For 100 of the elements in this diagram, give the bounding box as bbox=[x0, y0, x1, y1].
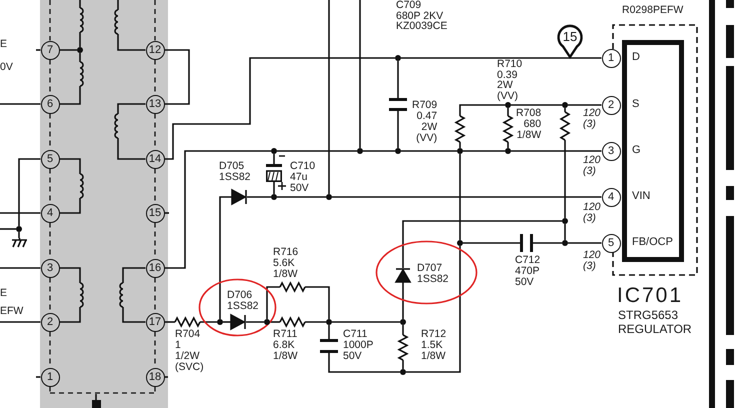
wire bbox=[397, 111, 399, 148]
component-label: R716 5.6K 1/8W bbox=[273, 247, 298, 280]
pin-circle: 16 bbox=[146, 258, 164, 278]
component-label: C712 470P 50V bbox=[515, 255, 540, 288]
pin-name: G bbox=[632, 144, 641, 156]
resistor-symbol bbox=[175, 317, 200, 327]
wire bbox=[79, 53, 81, 62]
wire bbox=[463, 150, 505, 152]
wire bbox=[117, 34, 146, 51]
component-label: D705 1SS82 bbox=[219, 161, 251, 183]
component-label: R711 6.8K 1/8W bbox=[273, 329, 298, 362]
junction-dot bbox=[16, 226, 22, 232]
wire bbox=[402, 220, 562, 268]
wire bbox=[511, 104, 562, 106]
wire bbox=[507, 142, 509, 148]
pin-circle: 4 bbox=[40, 204, 60, 222]
junction-dot bbox=[400, 319, 406, 325]
capacitor-symbol bbox=[389, 98, 407, 111]
electrolytic-capacitor-symbol bbox=[266, 164, 282, 182]
resistor-symbol bbox=[560, 112, 570, 140]
junction-dot bbox=[326, 319, 332, 325]
pin-name: VIN bbox=[632, 190, 650, 202]
wire bbox=[397, 61, 399, 98]
junction-dot bbox=[457, 148, 463, 154]
component-label: R710 0.39 2W (VV) bbox=[497, 59, 522, 101]
wire bbox=[402, 360, 404, 369]
cut-off-text: E bbox=[0, 39, 8, 50]
wire bbox=[164, 49, 190, 105]
pin-circle: 1 bbox=[602, 48, 620, 68]
wire bbox=[273, 182, 275, 194]
pin-circle: 4 bbox=[602, 188, 620, 206]
junction-dot bbox=[505, 102, 511, 108]
wire bbox=[60, 307, 81, 323]
wire bbox=[359, 0, 361, 148]
wire bbox=[459, 154, 461, 240]
wire bbox=[332, 321, 400, 323]
junction-dot bbox=[77, 47, 83, 53]
pin-circle: 5 bbox=[40, 150, 60, 168]
wire bbox=[164, 150, 271, 269]
component-label: R712 1.5K 1/8W bbox=[421, 329, 446, 362]
junction-dot bbox=[562, 240, 568, 246]
wire bbox=[219, 196, 232, 319]
wire bbox=[0, 228, 16, 230]
wire bbox=[60, 49, 77, 51]
transformer-body bbox=[40, 0, 168, 408]
diode-symbol bbox=[232, 190, 247, 204]
wire bbox=[328, 325, 330, 339]
pin-circle: 18 bbox=[146, 368, 164, 386]
wire bbox=[18, 232, 20, 238]
wire bbox=[568, 242, 602, 244]
pin-rating-label: 120 (3) bbox=[583, 155, 601, 177]
wire bbox=[568, 104, 602, 106]
wire bbox=[0, 267, 40, 269]
pin-circle: 17 bbox=[146, 312, 164, 332]
wire bbox=[36, 49, 40, 51]
pin-rating-label: 120 (3) bbox=[583, 108, 601, 130]
wire bbox=[60, 267, 81, 283]
pin-circle: 14 bbox=[146, 150, 164, 168]
wire bbox=[0, 103, 40, 105]
pin-circle: 2 bbox=[40, 312, 60, 332]
ic-designator: IC701 bbox=[617, 285, 684, 307]
junction-dot bbox=[562, 218, 568, 224]
pin-circle: 1 bbox=[40, 368, 60, 386]
pin-name: S bbox=[632, 98, 640, 110]
pin-circle: 7 bbox=[40, 40, 60, 60]
junction-dot bbox=[400, 369, 406, 375]
wire bbox=[18, 158, 40, 226]
wire bbox=[401, 57, 571, 59]
wire bbox=[79, 0, 81, 8]
wire bbox=[266, 286, 280, 319]
junction-dot bbox=[271, 148, 277, 154]
wire bbox=[0, 212, 40, 214]
wire bbox=[247, 196, 271, 198]
diode-symbol bbox=[231, 315, 246, 329]
component-label: C709 680P 2KV KZ0039CE bbox=[396, 0, 448, 32]
wire bbox=[277, 196, 326, 198]
resistor-symbol bbox=[503, 116, 513, 142]
wire bbox=[270, 321, 280, 323]
wire bbox=[569, 57, 602, 59]
wire bbox=[164, 57, 395, 160]
junction-dot bbox=[505, 148, 511, 154]
junction-dot bbox=[457, 240, 463, 246]
wire bbox=[305, 286, 330, 319]
component-label: C710 47u 50V bbox=[290, 161, 316, 194]
cut-off-text: E bbox=[0, 288, 8, 299]
resistor-symbol bbox=[455, 116, 465, 142]
wire bbox=[164, 321, 175, 323]
junction-dot bbox=[326, 194, 332, 200]
wire bbox=[60, 198, 81, 214]
diode-symbol bbox=[396, 268, 410, 282]
wire bbox=[328, 353, 400, 373]
wire bbox=[79, 32, 81, 47]
wire bbox=[332, 196, 602, 198]
component-label: R704 1 1/2W (SVC) bbox=[175, 329, 204, 373]
wire bbox=[117, 0, 119, 10]
wire bbox=[533, 242, 562, 244]
pin-circle: 15 bbox=[146, 204, 164, 222]
pin-name: FB/OCP bbox=[632, 236, 673, 248]
component-label: D706 1SS82 bbox=[227, 290, 259, 312]
wire bbox=[117, 103, 146, 114]
